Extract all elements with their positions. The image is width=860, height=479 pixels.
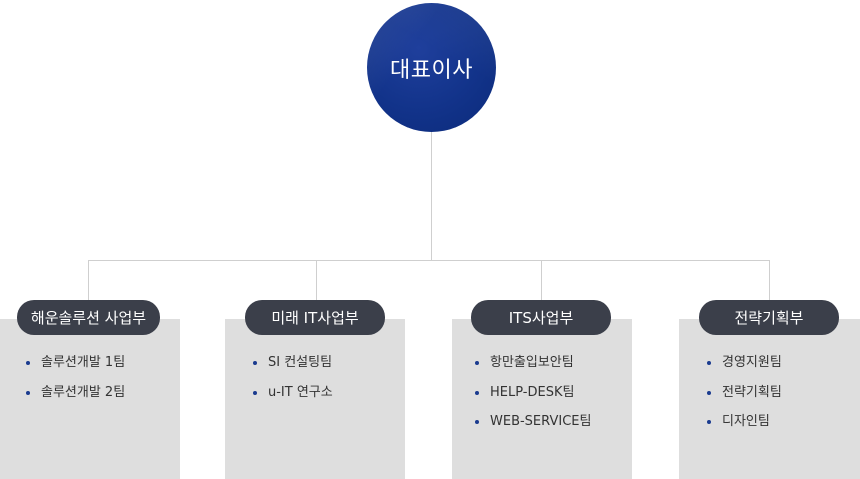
team-item: 항만출입보안팀 (475, 355, 591, 385)
connector-drop-1 (88, 260, 89, 301)
team-item: 전략기획팀 (707, 385, 782, 415)
dept-name: 미래 IT사업부 (271, 309, 359, 327)
connector-drop-2 (316, 260, 317, 301)
team-item: 솔루션개발 2팀 (26, 385, 125, 415)
connector-drop-4 (769, 260, 770, 301)
dept-label-strategy: 전략기획부 (699, 300, 839, 335)
team-list-mirae-it: SI 컨설팅팀 u-IT 연구소 (253, 355, 333, 414)
team-list-strategy: 경영지원팀 전략기획팀 디자인팀 (707, 355, 782, 444)
team-item: HELP-DESK팀 (475, 385, 591, 415)
team-item: u-IT 연구소 (253, 385, 333, 415)
ceo-label: 대표이사 (390, 57, 473, 83)
dept-box-strategy (679, 319, 860, 479)
dept-name: 해운솔루션 사업부 (30, 309, 147, 327)
dept-name: ITS사업부 (508, 309, 574, 327)
team-item: 경영지원팀 (707, 355, 782, 385)
team-list-haeun-solution: 솔루션개발 1팀 솔루션개발 2팀 (26, 355, 125, 414)
dept-name: 전략기획부 (734, 309, 804, 327)
dept-box-haeun-solution (0, 319, 180, 479)
dept-label-haeun-solution: 해운솔루션 사업부 (17, 300, 160, 335)
connector-ceo-vertical (431, 132, 432, 260)
dept-box-mirae-it (225, 319, 405, 479)
team-list-its: 항만출입보안팀 HELP-DESK팀 WEB-SERVICE팀 (475, 355, 591, 444)
connector-horizontal (88, 260, 770, 261)
ceo-node: 대표이사 (367, 3, 496, 132)
connector-drop-3 (541, 260, 542, 301)
dept-label-mirae-it: 미래 IT사업부 (245, 300, 385, 335)
team-item: WEB-SERVICE팀 (475, 414, 591, 444)
dept-box-its (452, 319, 632, 479)
team-item: 솔루션개발 1팀 (26, 355, 125, 385)
team-item: SI 컨설팅팀 (253, 355, 333, 385)
dept-label-its: ITS사업부 (471, 300, 611, 335)
team-item: 디자인팀 (707, 414, 782, 444)
